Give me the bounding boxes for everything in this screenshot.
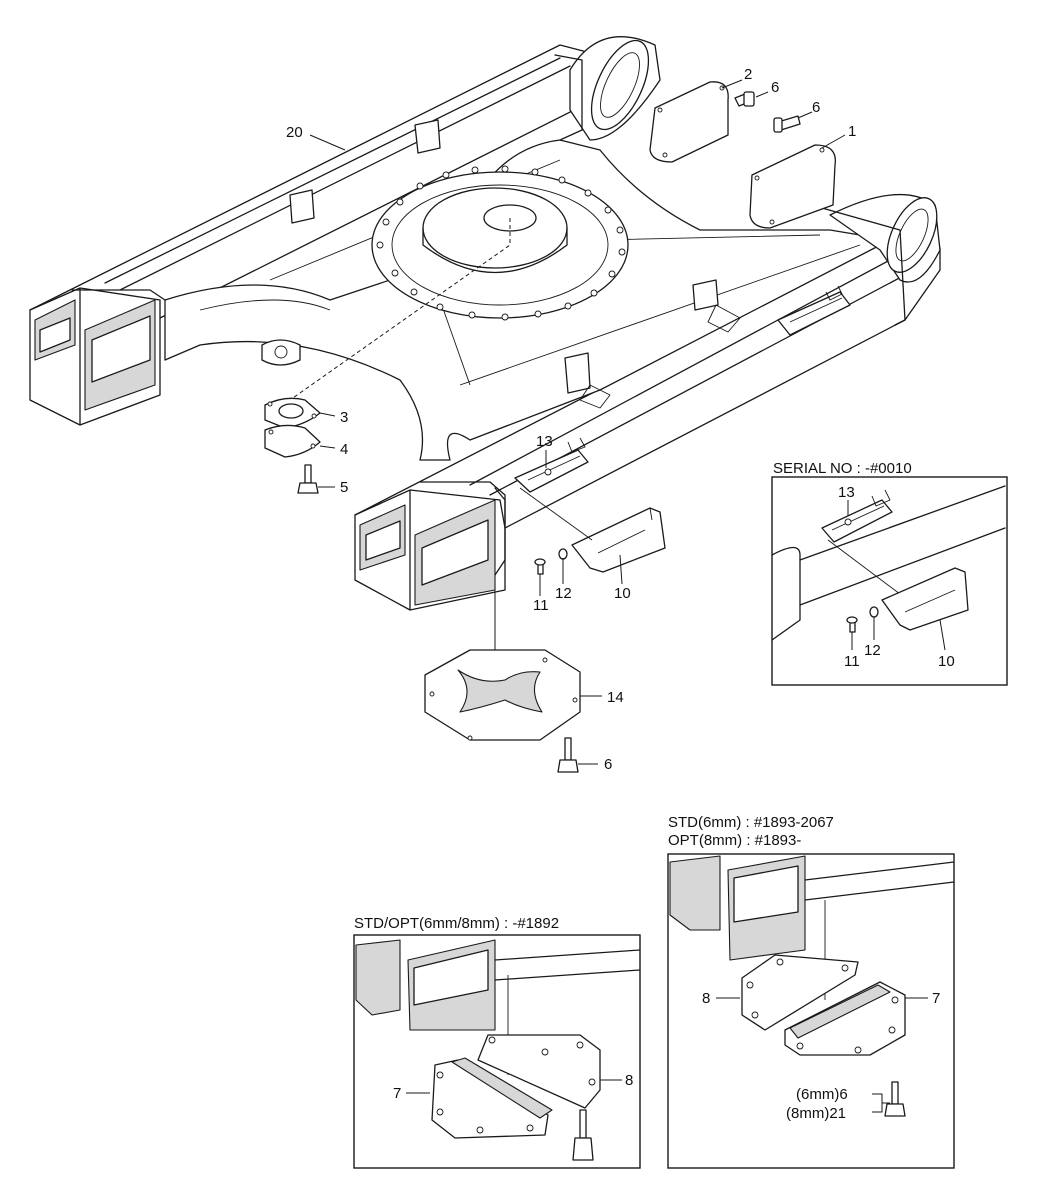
label-part-13: 13 — [536, 433, 553, 450]
label-part-2: 2 — [744, 66, 752, 83]
part-labels: 20 2 6 6 1 3 4 5 13 11 12 10 14 6 SERIAL… — [286, 66, 955, 1122]
label-part-13: 13 — [838, 484, 855, 501]
inset-std1892-caption: STD/OPT(6mm/8mm) : -#1892 — [354, 915, 559, 932]
label-part-3: 3 — [340, 409, 348, 426]
handrail-10 — [571, 507, 666, 573]
bolt-5 — [297, 464, 319, 494]
label-part-6: 6 — [604, 756, 612, 773]
label-part-1: 1 — [848, 123, 856, 140]
label-part-12: 12 — [555, 585, 572, 602]
inset-serial — [771, 476, 1008, 686]
bearing-bolt-holes — [376, 165, 626, 321]
label-part-8: 8 — [625, 1072, 633, 1089]
label-part-7: 7 — [932, 990, 940, 1007]
label-part-6: 6 — [771, 79, 779, 96]
label-part-6: 6 — [812, 99, 820, 116]
leader-lines — [309, 79, 946, 1113]
label-part-6mm-6: (6mm)6 — [796, 1086, 848, 1103]
gasket-3 — [264, 397, 321, 429]
lower-frame-assembly — [29, 36, 941, 611]
label-part-8mm-21: (8mm)21 — [786, 1105, 846, 1122]
gasket-4 — [264, 424, 321, 458]
inset-std1893-caption-line2: OPT(8mm) : #1893- — [668, 832, 801, 849]
bolt-6-top — [734, 91, 755, 107]
label-part-11: 11 — [533, 597, 549, 614]
label-part-7: 7 — [393, 1085, 401, 1102]
cover-plate-1 — [749, 144, 836, 229]
label-part-12: 12 — [864, 642, 881, 659]
label-part-8: 8 — [702, 990, 710, 1007]
bolt-6-bottom — [557, 737, 579, 773]
inset-std1892 — [353, 934, 641, 1169]
label-part-10: 10 — [938, 653, 955, 670]
bolt-6-right — [773, 115, 801, 133]
washer-12 — [558, 548, 568, 560]
label-part-20: 20 — [286, 124, 303, 141]
label-part-14: 14 — [607, 689, 624, 706]
label-part-11: 11 — [844, 653, 860, 670]
cover-plate-2 — [649, 81, 729, 163]
bolt-11 — [534, 558, 546, 575]
step-13 — [514, 437, 589, 493]
label-part-10: 10 — [614, 585, 631, 602]
label-part-5: 5 — [340, 479, 348, 496]
inset-std1893-caption-line1: STD(6mm) : #1893-2067 — [668, 814, 834, 831]
label-part-4: 4 — [340, 441, 348, 458]
inset-serial-caption: SERIAL NO : -#0010 — [773, 460, 912, 477]
inset-std1893 — [667, 853, 955, 1169]
under-cover-14 — [424, 649, 581, 741]
